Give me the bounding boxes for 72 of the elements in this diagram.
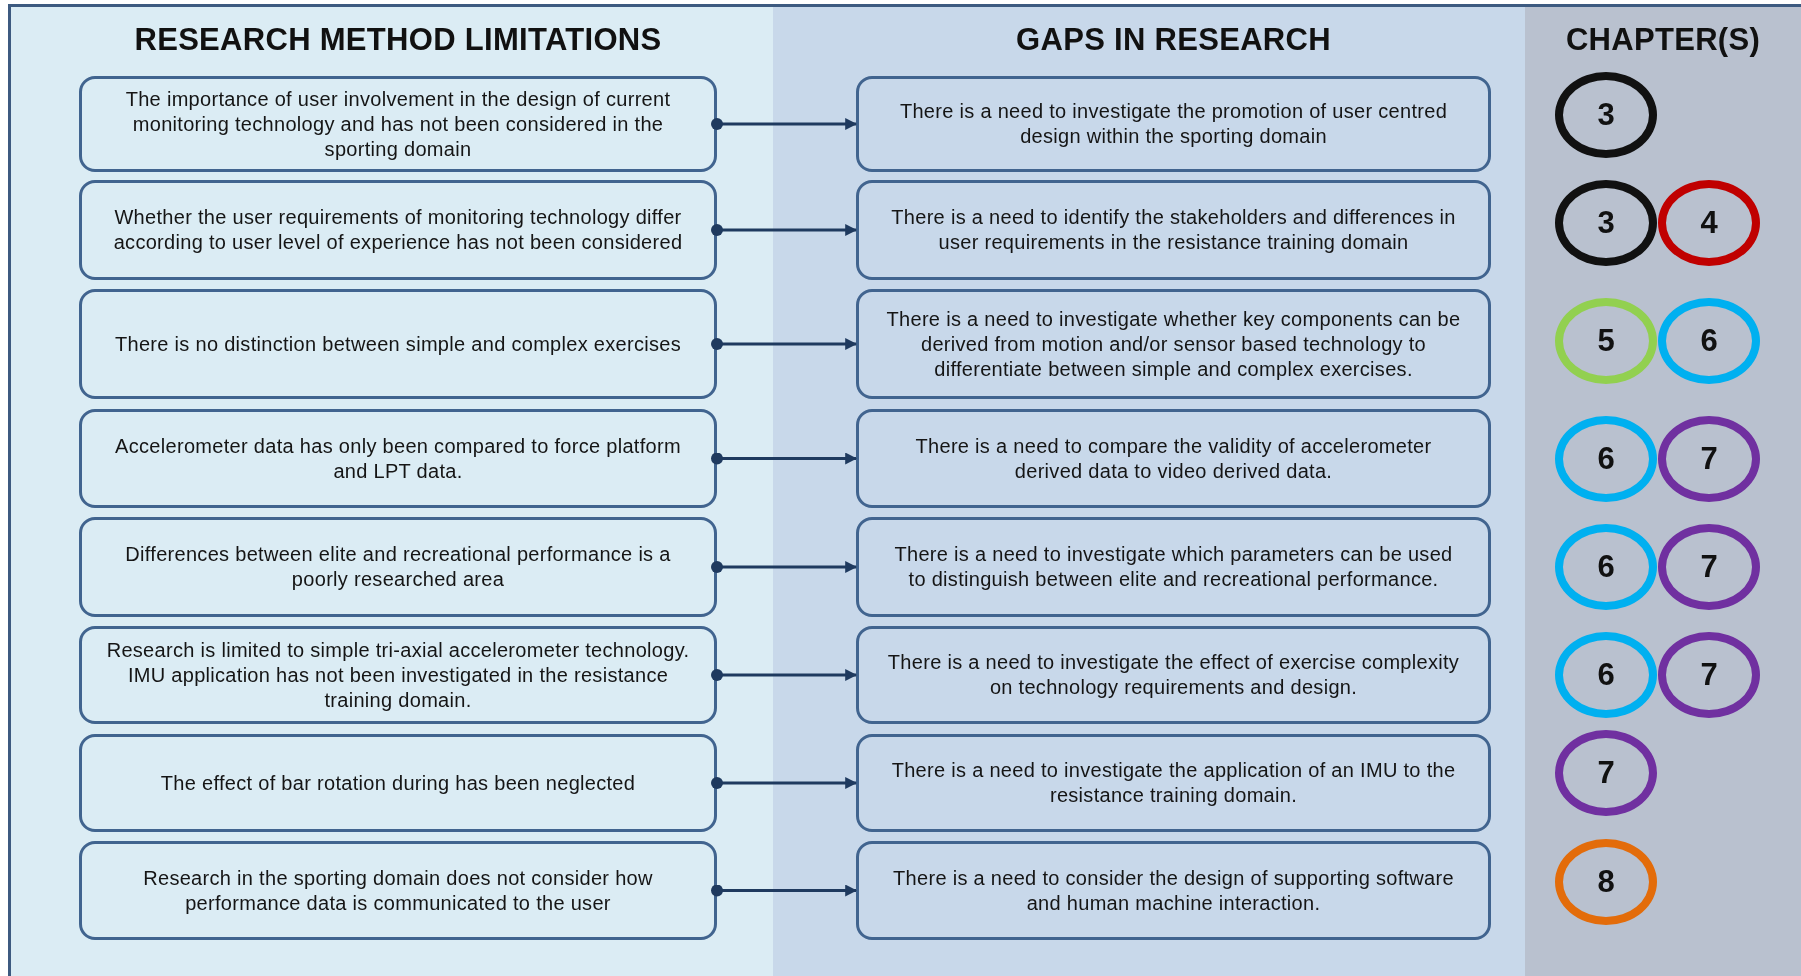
chapter-number: 4 [1700, 205, 1718, 241]
arrow [711, 224, 858, 236]
chapter-circle [1555, 524, 1657, 610]
column-panel [10, 6, 773, 976]
chapter-circle [1658, 180, 1760, 266]
box-text: Whether the user requirements of monitoring technology differ according to user level of experience has not been considered [112, 205, 684, 255]
column-heading: CHAPTER(S) [1564, 22, 1762, 58]
box-text: There is a need to investigate which parameters can be used to distinguish between elite and recreational performance. [893, 542, 1454, 592]
arrow [711, 777, 858, 789]
box-text: The importance of user involvement in the design of current monitoring technology and has not been considered in the sporting domain [124, 86, 672, 162]
chapter-circle [1658, 524, 1760, 610]
chapter-circle [1555, 730, 1657, 816]
arrow [711, 669, 858, 681]
box-text: Differences between elite and recreational performance is a poorly researched area [124, 542, 672, 592]
chapter-circle [1658, 632, 1760, 718]
chapter-circle [1555, 72, 1657, 158]
gap-box [856, 76, 1491, 172]
chapter-circle [1555, 632, 1657, 718]
gap-box [856, 734, 1491, 832]
chapter-circle [1658, 298, 1760, 384]
chapter-number: 7 [1700, 549, 1718, 585]
chapter-number: 7 [1597, 755, 1615, 791]
limitation-box [79, 734, 717, 832]
box-text: There is a need to identify the stakeholders and differences in user requirements in the resistance training domain [890, 205, 1457, 255]
gap-box [856, 180, 1491, 280]
gap-box [856, 841, 1491, 940]
chapter-number: 6 [1700, 323, 1718, 359]
chapter-circle [1555, 839, 1657, 925]
chapter-number: 8 [1597, 864, 1615, 900]
gap-box [856, 626, 1491, 724]
chapter-number: 5 [1597, 323, 1615, 359]
chapter-number: 6 [1597, 549, 1615, 585]
gap-box [856, 409, 1491, 508]
box-text: There is a need to investigate the application of an IMU to the resistance training domain. [890, 758, 1457, 808]
chapter-number: 3 [1597, 97, 1615, 133]
chapter-number: 7 [1700, 441, 1718, 477]
arrow [711, 338, 858, 350]
box-text: Research in the sporting domain does not consider how performance data is communicated to the user [142, 865, 654, 916]
chapter-circle [1658, 416, 1760, 502]
limitation-box [79, 626, 717, 724]
box-text: The effect of bar rotation during has been neglected [160, 770, 636, 796]
arrow [711, 452, 858, 465]
column-heading: RESEARCH METHOD LIMITATIONS [133, 22, 663, 58]
limitation-box [79, 180, 717, 280]
box-text: There is a need to investigate the promotion of user centred design within the sporting domain [898, 99, 1449, 149]
chapter-circle [1555, 416, 1657, 502]
box-text: There is no distinction between simple and complex exercises [114, 331, 681, 357]
arrow [711, 118, 858, 130]
chapter-circle [1555, 298, 1657, 384]
box-text: There is a need to investigate whether key components can be derived from motion and/or sensor based technology to differentiate between simple and complex exercises. [885, 306, 1462, 382]
box-text: Accelerometer data has only been compared to force platform and LPT data. [114, 433, 682, 484]
arrow [711, 884, 858, 897]
box-text: Research is limited to simple tri-axial accelerometer technology. IMU application has not been investigated in the resistance training domain. [106, 637, 690, 713]
column-heading: GAPS IN RESEARCH [1015, 22, 1332, 58]
limitation-box [79, 409, 717, 508]
chapter-number: 7 [1700, 657, 1718, 693]
chapter-number: 6 [1597, 657, 1615, 693]
limitation-box [79, 289, 717, 399]
chapter-number: 3 [1597, 205, 1615, 241]
limitation-box [79, 517, 717, 617]
gap-box [856, 289, 1491, 399]
arrow [711, 561, 858, 573]
gap-box [856, 517, 1491, 617]
limitation-box [79, 76, 717, 172]
box-text: There is a need to consider the design of supporting software and human machine interaction. [892, 865, 1455, 916]
box-text: There is a need to investigate the effect of exercise complexity on technology requirements and design. [886, 650, 1461, 700]
limitation-box [79, 841, 717, 940]
box-text: There is a need to compare the validity of accelerometer derived data to video derived data. [914, 433, 1433, 484]
column-panel [1525, 6, 1801, 976]
column-panel [773, 6, 1525, 976]
chapter-number: 6 [1597, 441, 1615, 477]
chapter-circle [1555, 180, 1657, 266]
